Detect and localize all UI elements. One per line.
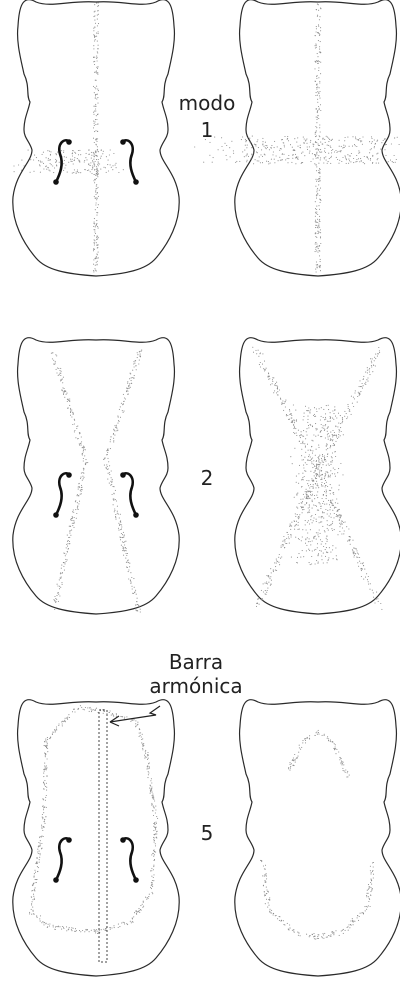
nodal-pattern [29, 705, 158, 934]
nodal-pattern [13, 2, 123, 272]
plate-outline [13, 338, 179, 614]
mode-number: 5 [201, 821, 214, 845]
bass-bar [99, 710, 107, 962]
plate-bottom-mode-2 [235, 338, 400, 614]
row-mode-2: 2 [13, 338, 400, 614]
row-mode-5: 5 Barra armónica [13, 650, 400, 976]
nodal-pattern [252, 347, 382, 610]
f-hole-left [53, 837, 72, 883]
f-hole-left [53, 472, 72, 518]
plate-top-mode-2 [13, 338, 179, 614]
plate-outline [235, 338, 400, 614]
row-mode-1: modo 1 [13, 0, 400, 276]
plate-bottom-mode-5 [235, 700, 400, 976]
nodal-pattern [194, 2, 400, 273]
nodal-pattern [260, 730, 374, 940]
plate-outline [13, 0, 179, 276]
bass-bar-callout: Barra armónica [110, 650, 243, 726]
f-hole-right [120, 139, 139, 185]
f-hole-right [120, 837, 139, 883]
callout-arrow [110, 706, 160, 722]
plate-outline [235, 700, 400, 976]
plate-top-mode-5 [13, 700, 179, 976]
plate-bottom-mode-1 [194, 0, 400, 276]
nodal-pattern [51, 350, 142, 613]
plate-outline [235, 0, 400, 276]
mode-number: 1 [201, 118, 214, 142]
plate-top-mode-1 [13, 0, 179, 276]
mode-label: modo [179, 91, 236, 115]
callout-line-2: armónica [149, 674, 242, 698]
callout-line-1: Barra [169, 650, 223, 674]
f-hole-right [120, 472, 139, 518]
mode-number: 2 [201, 466, 214, 490]
